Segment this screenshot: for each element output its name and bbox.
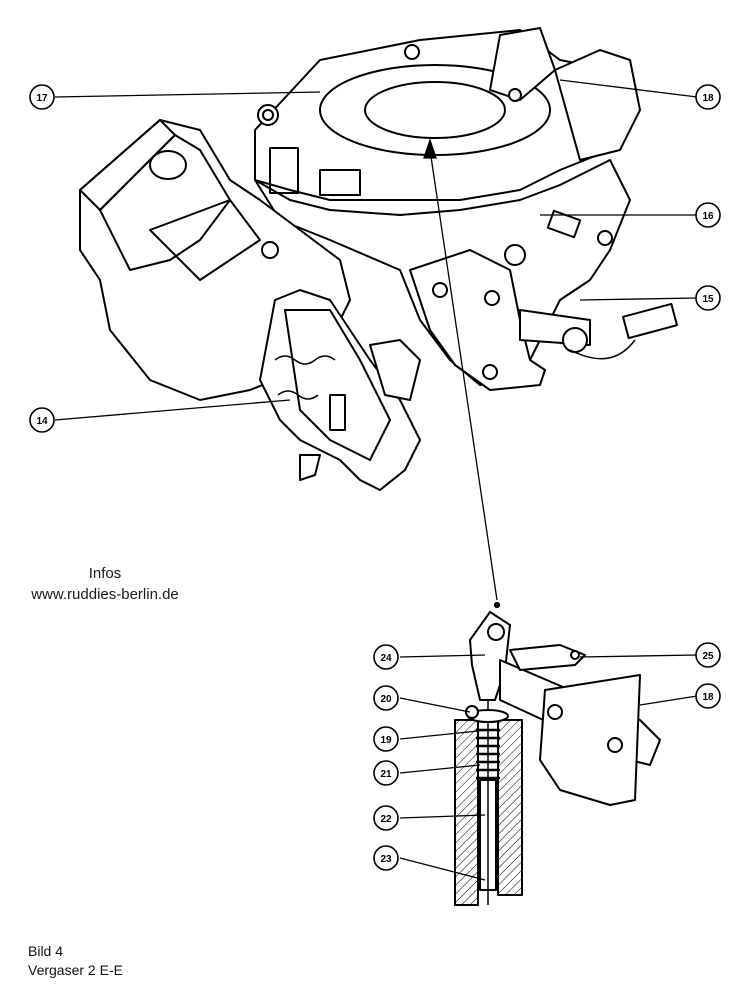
callout-20: 20 [373, 685, 399, 711]
detail-assembly [454, 611, 661, 906]
figure-number: Bild 4 [28, 943, 64, 959]
svg-text:17: 17 [36, 93, 48, 104]
svg-text:18: 18 [702, 692, 714, 703]
svg-text:18: 18 [702, 93, 714, 104]
svg-text:25: 25 [702, 651, 714, 662]
callout-14: 14 [29, 407, 55, 433]
svg-text:24: 24 [380, 653, 392, 664]
figure-title: Vergaser 2 E-E [28, 962, 123, 978]
callout-18-top: 18 [695, 84, 721, 110]
svg-text:22: 22 [380, 814, 392, 825]
callout-15: 15 [695, 285, 721, 311]
callout-24: 24 [373, 644, 399, 670]
svg-text:23: 23 [380, 854, 392, 865]
callout-25: 25 [695, 642, 721, 668]
callout-23: 23 [373, 845, 399, 871]
callout-16: 16 [695, 202, 721, 228]
svg-text:19: 19 [380, 735, 392, 746]
leader-lines [54, 79, 698, 881]
svg-text:14: 14 [36, 416, 48, 427]
callout-17: 17 [29, 84, 55, 110]
info-title: Infos [88, 565, 122, 582]
svg-text:21: 21 [380, 769, 392, 780]
callout-21: 21 [373, 760, 399, 786]
callout-19: 19 [373, 726, 399, 752]
svg-text:16: 16 [702, 211, 714, 222]
callout-18-detail: 18 [695, 683, 721, 709]
svg-text:15: 15 [702, 294, 714, 305]
info-url: www.ruddies-berlin.de [31, 586, 179, 603]
callout-22: 22 [373, 805, 399, 831]
svg-text:20: 20 [380, 694, 392, 705]
carburetor-assembly [79, 27, 678, 491]
